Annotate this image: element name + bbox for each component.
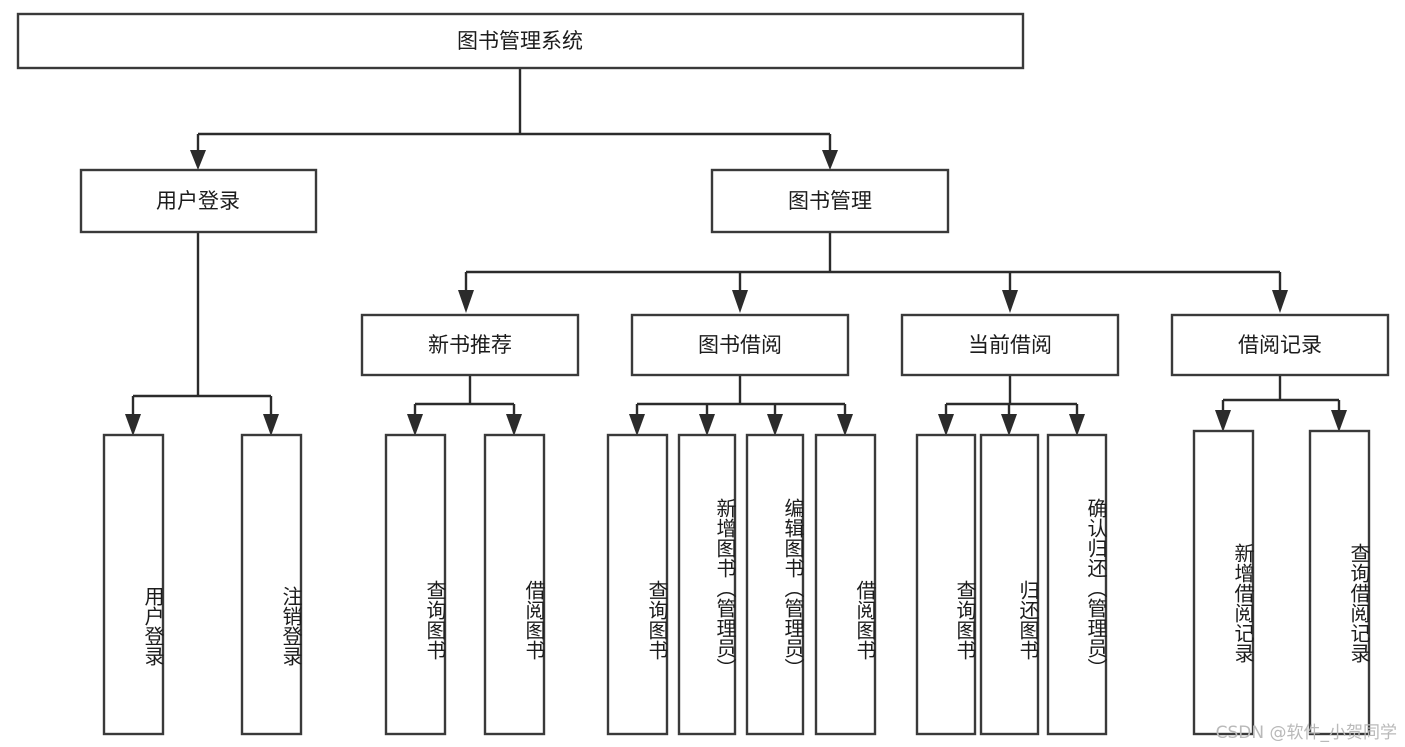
node-user-login[interactable]: 用户登录	[79, 168, 318, 234]
arrowhead-book-management	[822, 150, 838, 170]
leaf-boxes	[102, 429, 1371, 736]
arrowhead-leaf-query-record	[1331, 410, 1347, 432]
leaf-return-book-box[interactable]	[979, 433, 1040, 736]
node-book-borrow-label: 图书借阅	[698, 333, 782, 357]
node-book-management-box[interactable]	[710, 168, 950, 234]
node-book-management-label: 图书管理	[788, 189, 872, 213]
arrowhead-user-login	[190, 150, 206, 170]
node-borrow-record-box[interactable]	[1170, 313, 1390, 377]
node-book-borrow[interactable]: 图书借阅	[630, 313, 850, 377]
node-borrow-record-label: 借阅记录	[1238, 333, 1322, 357]
node-user-login-box[interactable]	[79, 168, 318, 234]
node-current-borrow-box[interactable]	[900, 313, 1120, 377]
arrowhead-leaf-borrow-book-2	[837, 414, 853, 436]
node-root[interactable]: 图书管理系统	[16, 12, 1025, 70]
leaf-borrow-book-1-box[interactable]	[483, 433, 546, 736]
csdn-watermark: CSDN @软件_小贺同学	[1215, 723, 1397, 743]
leaf-user-login-box[interactable]	[102, 433, 165, 736]
leaf-borrow-book-2-box[interactable]	[814, 433, 877, 736]
node-current-borrow-label: 当前借阅	[968, 333, 1052, 357]
arrowhead-leaf-add-record	[1215, 410, 1231, 432]
node-borrow-record[interactable]: 借阅记录	[1170, 313, 1390, 377]
leaf-query-book-3-box[interactable]	[915, 433, 977, 736]
arrowhead-new-book-recommend	[458, 290, 474, 313]
node-new-book-recommend-box[interactable]	[360, 313, 580, 377]
node-new-book-recommend[interactable]: 新书推荐	[360, 313, 580, 377]
arrowhead-leaf-borrow-book-1	[506, 414, 522, 436]
leaf-add-book-box[interactable]	[677, 433, 737, 736]
arrowhead-leaf-confirm-return	[1069, 414, 1085, 436]
leaf-confirm-return-box[interactable]	[1046, 433, 1108, 736]
node-current-borrow[interactable]: 当前借阅	[900, 313, 1120, 377]
arrowhead-leaf-query-book-3	[938, 414, 954, 436]
node-root-label: 图书管理系统	[457, 29, 583, 53]
leaf-query-record-box[interactable]	[1308, 429, 1371, 736]
leaf-edit-book-box[interactable]	[745, 433, 805, 736]
arrowhead-leaf-user-login	[125, 414, 141, 436]
node-book-management[interactable]: 图书管理	[710, 168, 950, 234]
node-new-book-recommend-label: 新书推荐	[428, 333, 512, 357]
leaf-query-book-2-box[interactable]	[606, 433, 669, 736]
arrowhead-current-borrow	[1002, 290, 1018, 313]
leaf-add-record-box[interactable]	[1192, 429, 1255, 736]
arrowhead-book-borrow	[732, 290, 748, 313]
arrowhead-leaf-edit-book	[767, 414, 783, 436]
arrowhead-leaf-add-book	[699, 414, 715, 436]
arrowhead-leaf-query-book-1	[407, 414, 423, 436]
arrowhead-leaf-logout-login	[263, 414, 279, 436]
arrowhead-leaf-return-book	[1001, 414, 1017, 436]
arrowhead-borrow-record	[1272, 290, 1288, 313]
arrowhead-leaf-query-book-2	[629, 414, 645, 436]
leaf-query-book-1-box[interactable]	[384, 433, 447, 736]
node-book-borrow-box[interactable]	[630, 313, 850, 377]
connectors	[125, 68, 1347, 436]
node-user-login-label: 用户登录	[156, 189, 240, 213]
leaf-logout-login-box[interactable]	[240, 433, 303, 736]
node-root-box[interactable]	[16, 12, 1025, 70]
